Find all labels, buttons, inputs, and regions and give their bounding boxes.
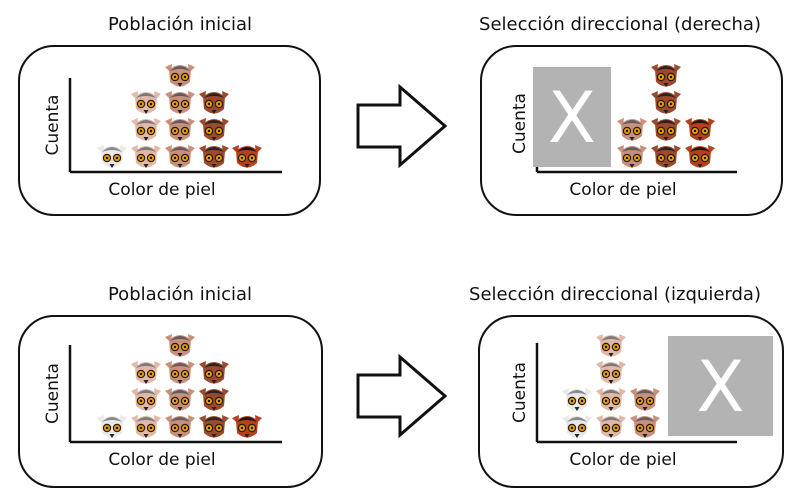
lemur-face-icon bbox=[165, 64, 195, 87]
lemur-face-icon bbox=[651, 145, 681, 168]
lemur-face-icon bbox=[131, 118, 161, 141]
lemur-face-icon bbox=[131, 91, 161, 114]
lemur-face-icon bbox=[232, 415, 262, 438]
removed-x-mark: X bbox=[697, 346, 745, 428]
x-axis-label: Color de piel bbox=[569, 180, 676, 200]
x-axis-label: Color de piel bbox=[569, 450, 676, 470]
lemur-face-icon bbox=[165, 145, 195, 168]
lemur-face-icon bbox=[165, 334, 195, 357]
lemur-face-icon bbox=[97, 145, 127, 168]
lemur-face-icon bbox=[199, 145, 229, 168]
lemur-face-icon bbox=[232, 145, 262, 168]
lemur-face-icon bbox=[651, 64, 681, 87]
y-axis-label: Cuenta bbox=[43, 363, 63, 424]
removed-x-mark: X bbox=[548, 77, 596, 159]
lemur-face-icon bbox=[199, 415, 229, 438]
lemur-face-icon bbox=[131, 415, 161, 438]
lemur-face-icon bbox=[596, 361, 626, 384]
lemur-face-icon bbox=[199, 118, 229, 141]
lemur-face-icon bbox=[630, 388, 660, 411]
removed-box bbox=[668, 336, 773, 436]
lemur-face-icon bbox=[596, 334, 626, 357]
lemur-face-icon bbox=[685, 118, 715, 141]
lemur-face-icon bbox=[165, 361, 195, 384]
lemur-face-icon bbox=[199, 361, 229, 384]
panel-2-title: Selección direccional (derecha) bbox=[479, 14, 761, 35]
arrow-top bbox=[356, 83, 448, 169]
lemur-face-icon bbox=[131, 145, 161, 168]
x-axis-label: Color de piel bbox=[108, 450, 215, 470]
panel-selection-left bbox=[478, 315, 784, 488]
panel-1-title: Población inicial bbox=[107, 14, 253, 35]
lemur-face-icon bbox=[596, 388, 626, 411]
x-axis-label: Color de piel bbox=[108, 180, 215, 200]
lemur-face-icon bbox=[131, 361, 161, 384]
arrow-bottom bbox=[356, 353, 448, 439]
lemur-face-icon bbox=[630, 415, 660, 438]
panel-selection-right bbox=[480, 45, 783, 216]
lemur-face-icon bbox=[651, 91, 681, 114]
y-axis-label: Cuenta bbox=[510, 93, 530, 154]
lemur-face-icon bbox=[165, 118, 195, 141]
removed-box bbox=[533, 67, 611, 167]
lemur-face-icon bbox=[596, 415, 626, 438]
lemur-face-icon bbox=[165, 91, 195, 114]
y-axis-label: Cuenta bbox=[510, 362, 530, 423]
lemur-face-icon bbox=[562, 415, 592, 438]
lemur-face-icon bbox=[562, 388, 592, 411]
lemur-face-icon bbox=[685, 145, 715, 168]
panel-4-title: Selección direccional (izquierda) bbox=[469, 284, 761, 305]
panel-3-title: Población inicial bbox=[107, 284, 253, 305]
lemur-face-icon bbox=[651, 118, 681, 141]
lemur-face-icon bbox=[131, 388, 161, 411]
lemur-face-icon bbox=[165, 415, 195, 438]
y-axis-label: Cuenta bbox=[43, 95, 63, 156]
lemur-face-icon bbox=[199, 91, 229, 114]
lemur-face-icon bbox=[97, 415, 127, 438]
panel-initial-top bbox=[18, 45, 321, 216]
lemur-face-icon bbox=[199, 388, 229, 411]
panel-initial-bottom bbox=[18, 315, 323, 488]
lemur-face-icon bbox=[165, 388, 195, 411]
lemur-face-icon bbox=[617, 145, 647, 168]
lemur-face-icon bbox=[617, 118, 647, 141]
